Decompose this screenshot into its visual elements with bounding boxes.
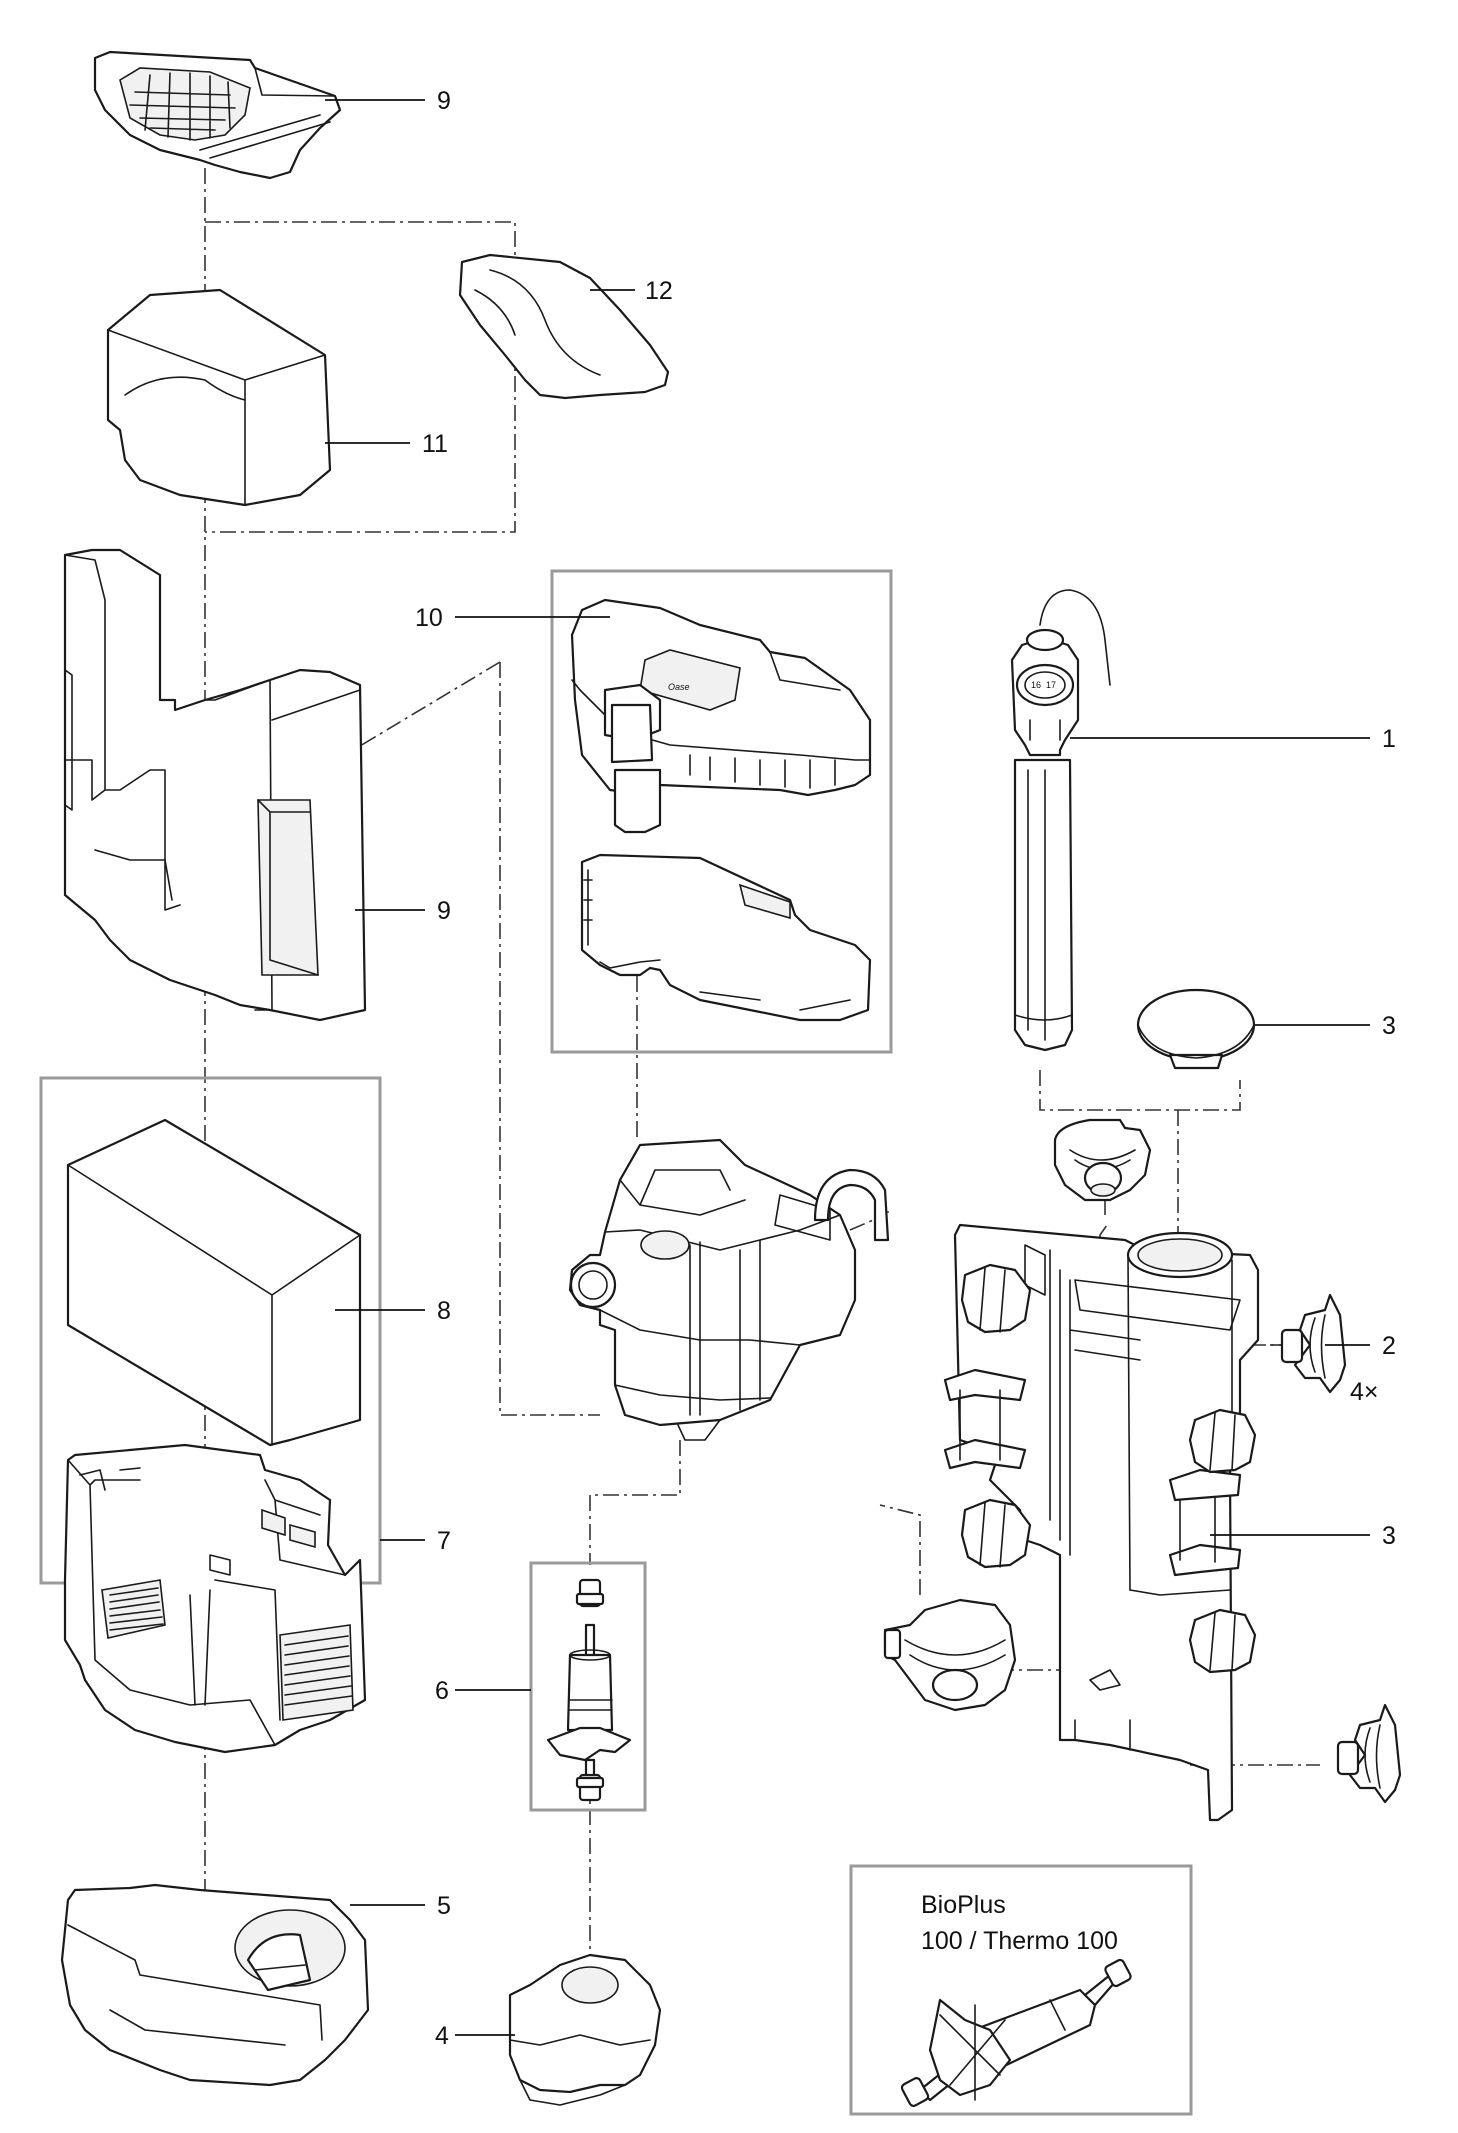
callout-12: 12 [645,277,673,305]
callout-10: 10 [415,604,443,632]
part-10-gasket [580,853,872,1022]
callout-3-holder: 3 [1382,1522,1396,1550]
callout-2: 2 [1382,1332,1396,1360]
part-7-basket [63,1443,367,1754]
part-10-head-cover: Oase [570,598,872,834]
part-4-impeller-cover [508,1953,662,2106]
callout-numbers: 9 12 11 10 1 9 3 8 2 4× 7 3 6 5 4 [415,87,1396,2050]
callout-6: 6 [435,1677,449,1705]
logo-text: Oase [668,682,690,692]
callout-5: 5 [437,1892,451,1920]
part-12-sponge [458,253,670,400]
holder-knobs [960,1263,1257,1674]
callout-9-lid: 9 [437,87,451,115]
inset-frame [849,1864,1193,2116]
suction-cup-bottom-right [1336,1703,1402,1804]
part-3-heater-holder [943,1223,1260,1822]
callout-7: 7 [437,1527,451,1555]
callout-3-cap: 3 [1382,1012,1396,1040]
dial-number-17: 17 [1046,680,1056,690]
part-6-impeller [546,1578,632,1802]
callout-11: 11 [422,430,448,458]
part-1-heater: 16 17 [1010,589,1111,1052]
suction-cup-bottom-left [883,1598,1017,1712]
callout-8: 8 [437,1297,451,1325]
pump-housing [568,1138,890,1441]
callout-1: 1 [1382,725,1396,753]
part-8-foam [66,1118,362,1447]
part-2-suction-cup [1280,1293,1347,1394]
part-9-top-lid [93,50,342,180]
inset-line-2: 100 / Thermo 100 [921,1927,1118,1955]
callout-4: 4 [435,2022,449,2050]
callout-quantity-4x: 4× [1350,1378,1379,1406]
part-11-foam [106,288,332,507]
suction-cup-top [1053,1118,1152,1202]
frame-6 [529,1561,647,1812]
inset-impeller [900,1958,1132,2107]
dial-number-16: 16 [1031,680,1041,690]
part-3-cap [1136,988,1256,1070]
frame-10 [550,569,893,1054]
callout-9-housing: 9 [437,897,451,925]
inset-line-1: BioPlus [921,1891,1006,1919]
leader-lines [325,99,1370,2036]
part-5-base [60,1883,370,2087]
part-9-filter-housing [63,548,367,1022]
